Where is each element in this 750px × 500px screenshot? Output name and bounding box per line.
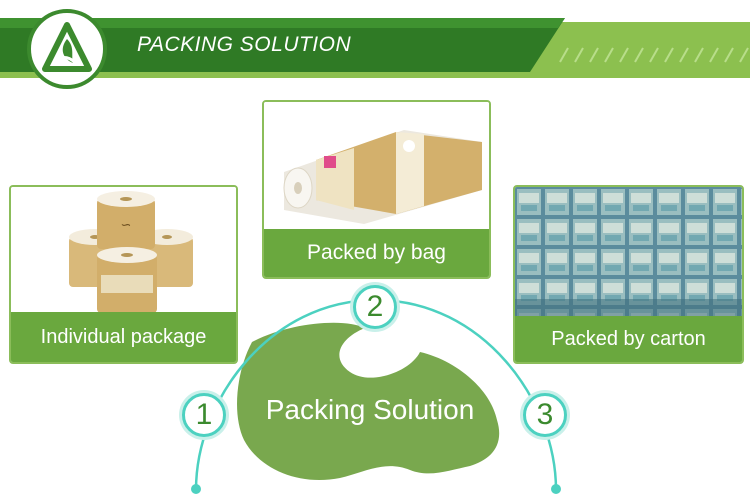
toilet-rolls-bag-photo [264,102,489,233]
page-title: PACKING SOLUTION [137,33,352,56]
step-2-badge: 2 [353,285,397,329]
card-caption: Packed by bag [264,229,489,277]
card-packed-by-bag: Packed by bag [262,100,491,279]
arc-end-left [191,484,201,494]
card-individual-package: ∽ Individual package [9,185,238,364]
leaf-triangle-logo-icon [42,22,92,72]
card-packed-by-carton: Packed by carton [513,185,744,364]
cartons-stack-photo [515,187,742,320]
card-caption: Individual package [11,312,236,362]
step-3-badge: 3 [523,393,567,437]
arc-end-right [551,484,561,494]
center-blob [237,322,500,481]
logo-badge [27,9,107,89]
banner-background [0,18,750,78]
toilet-rolls-stacked-photo: ∽ [11,187,236,316]
card-caption: Packed by carton [515,316,742,362]
header-banner: PACKING SOLUTION [0,0,750,110]
center-label: Packing Solution [265,394,475,425]
step-1-badge: 1 [182,393,226,437]
svg-text:∽: ∽ [121,218,132,233]
